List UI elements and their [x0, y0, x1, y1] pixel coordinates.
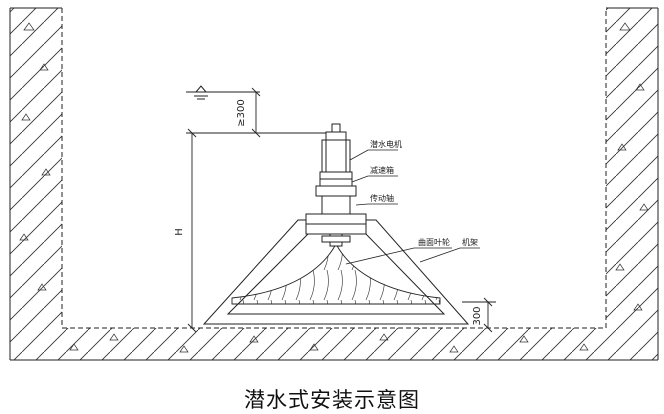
height-label: H	[174, 228, 185, 236]
figure-caption: 潜水式安装示意图	[244, 388, 420, 412]
dimension-height	[186, 128, 340, 333]
coupling-plate	[305, 213, 367, 235]
label-impeller: 曲面叶轮	[418, 237, 450, 247]
label-shaft: 传动轴	[370, 193, 394, 203]
impeller	[231, 243, 441, 305]
dimension-water-clearance	[251, 87, 261, 138]
dimension-bottom-clearance	[462, 297, 496, 333]
label-reducer: 减速箱	[370, 165, 394, 175]
water-clearance-value: ≥300	[236, 99, 247, 126]
reducer	[315, 171, 357, 215]
label-motor: 潜水电机	[370, 139, 402, 149]
label-frame: 机架	[462, 237, 478, 247]
installation-diagram: ≥300 H 300	[9, 7, 659, 361]
submersible-motor	[321, 123, 351, 173]
leader-lines	[345, 149, 480, 265]
water-level-symbol	[186, 85, 260, 100]
tank-walls	[9, 7, 659, 361]
bottom-clearance-value: 300	[472, 306, 483, 325]
